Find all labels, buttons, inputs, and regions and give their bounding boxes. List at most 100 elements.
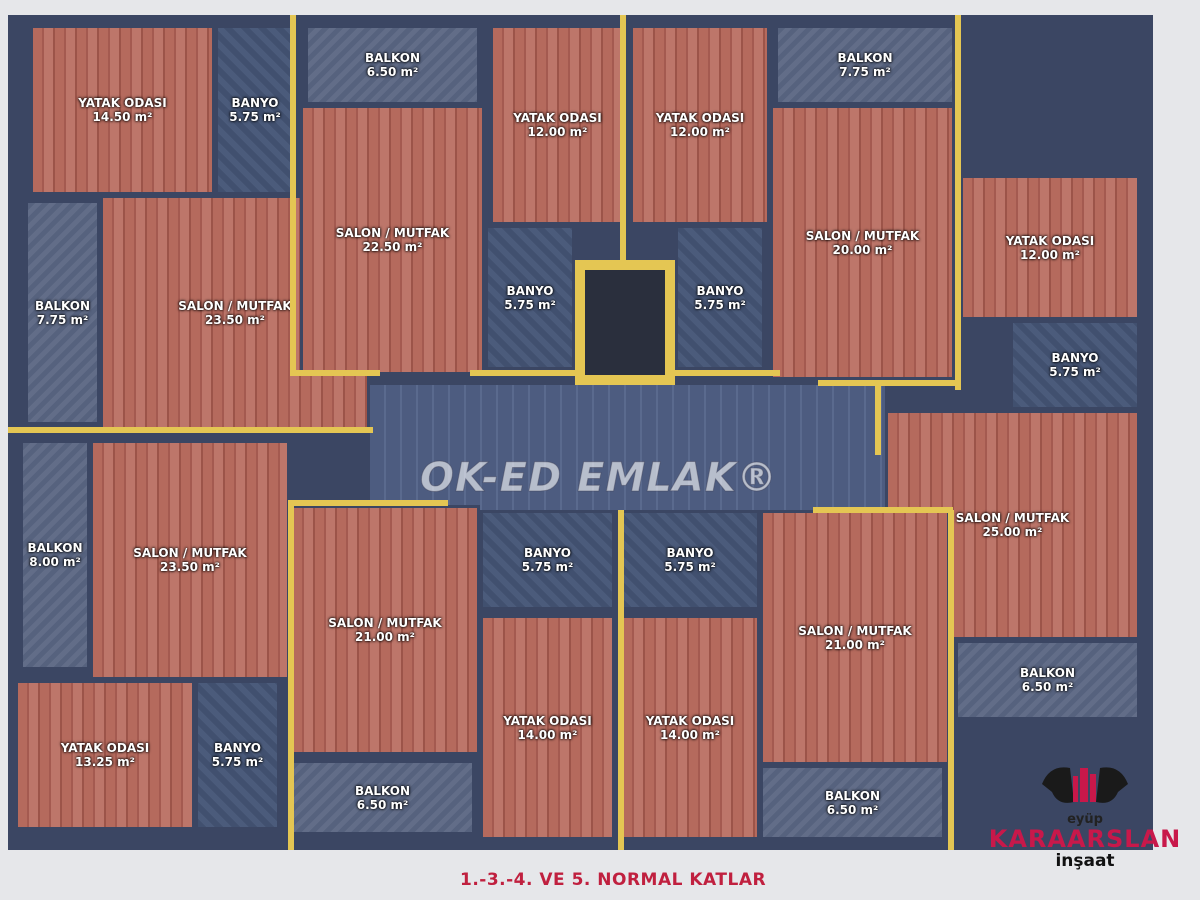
room-area: 20.00 m² (832, 242, 893, 257)
room-name: SALON / MUTFAK (178, 298, 292, 313)
room-area: 6.50 m² (1021, 680, 1074, 694)
room-name: BALKON (27, 541, 83, 555)
room-name: BANYO (1051, 351, 1099, 365)
room-area: 12.00 m² (670, 125, 730, 139)
lion-building-icon (1040, 762, 1130, 812)
room-area: 23.50 m² (205, 312, 265, 327)
room-name: BANYO (696, 283, 744, 298)
room-name: BALKON (34, 298, 91, 313)
room-name: SALON / MUTFAK (328, 616, 442, 630)
room-name: SALON / MUTFAK (805, 228, 920, 243)
room-name: YATAK ODASI (645, 713, 735, 728)
apartment-boundary (620, 15, 626, 265)
room-area: 5.75 m² (229, 110, 281, 124)
apartment-boundary (470, 370, 580, 376)
apartment-boundary (875, 385, 881, 455)
room-name: BANYO (214, 741, 261, 755)
room-area: 7.75 m² (839, 65, 891, 79)
apartment-boundary (813, 507, 953, 513)
room-name: SALON / MUTFAK (133, 546, 247, 560)
room-area: 21.00 m² (825, 637, 885, 652)
room-name: BALKON (354, 783, 411, 798)
logo-bottom-text: inşaat (1055, 851, 1115, 871)
apartment-boundary (955, 15, 961, 390)
room-area: 5.75 m² (694, 297, 746, 312)
elevator-shaft (575, 260, 675, 385)
apartment-boundary (288, 500, 294, 850)
room-name: SALON / MUTFAK (335, 226, 450, 240)
room-area: 23.50 m² (160, 560, 220, 574)
room-area: 14.00 m² (660, 727, 720, 742)
room-area: 14.00 m² (517, 727, 578, 742)
room-name: BALKON (824, 788, 881, 803)
logo-brand-text: KARAARSLAN (988, 825, 1182, 853)
room-area: 22.50 m² (362, 240, 423, 254)
room-name: YATAK ODASI (78, 96, 167, 110)
room-area: 5.75 m² (521, 560, 574, 574)
apartment-boundary (8, 427, 373, 433)
room-area: 21.00 m² (355, 630, 415, 644)
apartment-boundary (818, 380, 958, 386)
room-area: 14.50 m² (92, 110, 153, 124)
room-name: BALKON (364, 51, 421, 65)
plan-caption: 1.-3.-4. VE 5. NORMAL KATLAR (460, 870, 767, 890)
room-area: 8.00 m² (29, 555, 81, 569)
room-area: 5.75 m² (504, 297, 556, 312)
apartment-boundary (948, 510, 954, 850)
room-area: 25.00 m² (982, 525, 1043, 539)
room-name: BANYO (231, 96, 279, 110)
room-area: 5.75 m² (211, 755, 264, 769)
room-area: 6.50 m² (366, 65, 419, 79)
logo-top-text: eyüp (1067, 812, 1103, 827)
room-area: 7.75 m² (36, 312, 89, 327)
apartment-boundary (290, 15, 296, 375)
room-name: SALON / MUTFAK (798, 623, 912, 638)
room-area: 5.75 m² (664, 560, 716, 574)
room-name: YATAK ODASI (60, 741, 150, 755)
apartment-boundary (288, 500, 448, 506)
watermark: OK-ED EMLAK® (420, 455, 778, 502)
company-logo: eyüp KARAARSLAN inşaat (985, 762, 1185, 871)
room-name: YATAK ODASI (655, 111, 745, 125)
apartment-boundary (618, 510, 624, 850)
apartment-boundary (675, 370, 780, 376)
room-name: BANYO (506, 283, 554, 298)
room-name: SALON / MUTFAK (955, 511, 1070, 525)
apartment-boundary (290, 370, 380, 376)
room-name: YATAK ODASI (1005, 233, 1095, 248)
room-name: BANYO (524, 546, 571, 560)
room-area: 13.25 m² (75, 755, 135, 769)
room-area: 12.00 m² (1020, 247, 1080, 262)
room-name: BANYO (666, 546, 714, 560)
room-area: 6.50 m² (826, 802, 879, 817)
room-name: YATAK ODASI (513, 111, 602, 125)
room-area: 5.75 m² (1049, 365, 1101, 379)
stair-hall (370, 385, 885, 510)
